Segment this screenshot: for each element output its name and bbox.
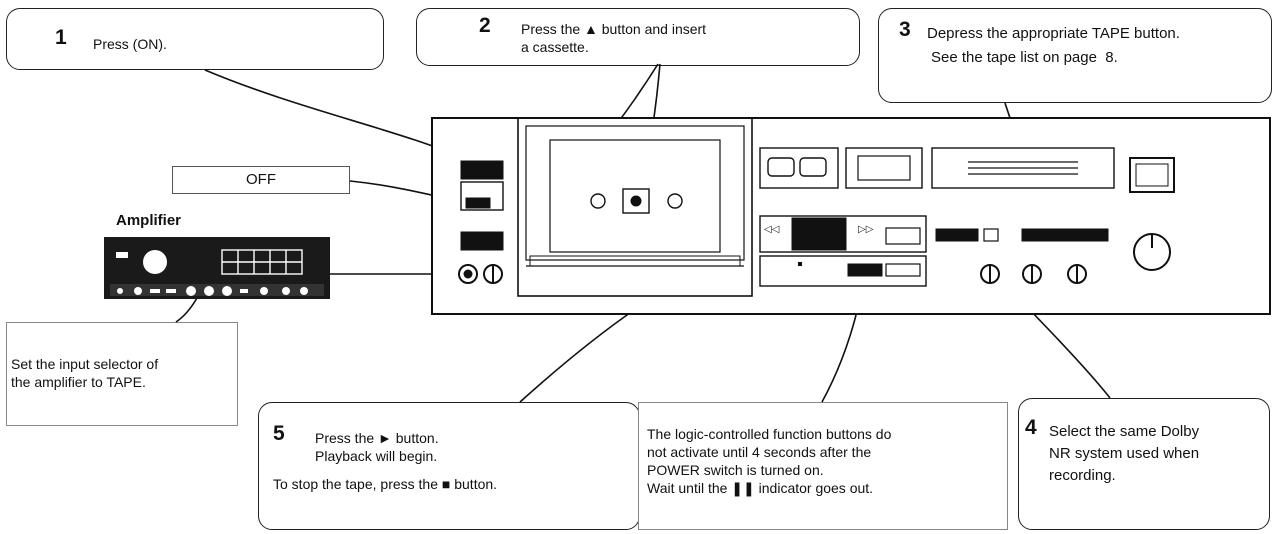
- off-label-box: OFF: [172, 166, 350, 194]
- step-text-line-3: To stop the tape, press the ■ button.: [273, 476, 498, 492]
- step-text-line-2: See the tape list on page 8.: [931, 49, 1118, 66]
- step-text: Press (ON).: [93, 36, 167, 52]
- step-text-line-1: Select the same Dolby: [1049, 423, 1200, 440]
- step-text-line-3: recording.: [1049, 467, 1116, 484]
- step-text-line-1: Press the ► button.: [315, 430, 439, 446]
- step-number: 2: [479, 14, 491, 37]
- note-line-1: The logic-controlled function buttons do: [647, 426, 892, 442]
- step-number: 4: [1025, 416, 1037, 439]
- step-text-line-1: Press the ▲ button and insert: [521, 21, 707, 37]
- step-number: 3: [899, 18, 911, 41]
- callout-step-2: 2 Press the ▲ button and insert a casset…: [416, 8, 860, 66]
- step-text-line-1: Depress the appropriate TAPE button.: [927, 25, 1180, 42]
- leader-line-amplifier: [175, 297, 198, 323]
- note-line-2: the amplifier to TAPE.: [11, 374, 146, 390]
- step-text-line-2: NR system used when: [1049, 445, 1200, 462]
- callout-step-3: 3 Depress the appropriate TAPE button. S…: [878, 8, 1272, 103]
- step-text-line-2: Playback will begin.: [315, 448, 438, 464]
- callout-step-4: 4 Select the same Dolby NR system used w…: [1018, 398, 1270, 530]
- step-number: 5: [273, 422, 285, 445]
- rewind-symbol: ◁◁: [764, 224, 780, 235]
- step-text-line-2: a cassette.: [521, 39, 589, 55]
- note-line-1: Set the input selector of: [11, 356, 159, 372]
- note-line-4: Wait until the ❚❚ indicator goes out.: [647, 480, 874, 496]
- note-line-2: not activate until 4 seconds after the: [647, 444, 872, 460]
- step-number: 1: [55, 26, 67, 49]
- note-line-3: POWER switch is turned on.: [647, 462, 824, 478]
- cassette-deck: [431, 117, 1271, 315]
- callout-logic-note: The logic-controlled function buttons do…: [638, 402, 1008, 530]
- leader-line-step-1: [204, 69, 469, 161]
- amplifier-label: Amplifier: [116, 212, 182, 229]
- callout-step-5: 5 Press the ► button. Playback will begi…: [258, 402, 640, 530]
- amplifier-unit: [104, 237, 330, 299]
- fast-forward-symbol: ▷▷: [858, 224, 874, 235]
- callout-amplifier-note: Set the input selector of the amplifier …: [6, 322, 238, 426]
- callout-step-1: 1 Press (ON).: [6, 8, 384, 70]
